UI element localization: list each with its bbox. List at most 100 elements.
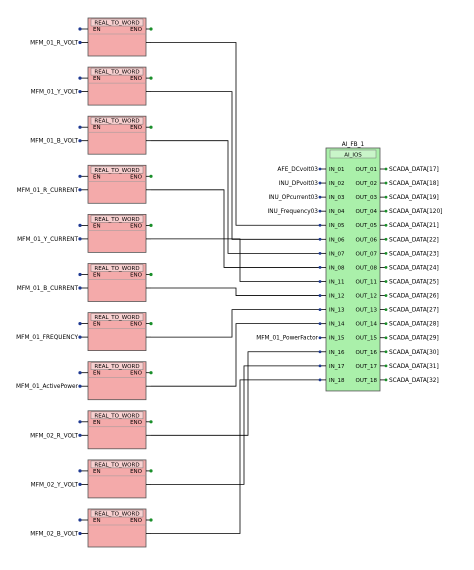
in-pin-dot[interactable] bbox=[78, 531, 82, 536]
eno-pin-dot[interactable] bbox=[149, 518, 153, 522]
converter-input-label: MFM_02_Y_VOLT bbox=[31, 482, 79, 488]
in-pin-dot[interactable] bbox=[78, 188, 82, 192]
eno-pin-dot[interactable] bbox=[149, 469, 153, 473]
fb-output-pin-dot[interactable] bbox=[384, 336, 388, 340]
fb-output-pin-dot[interactable] bbox=[384, 181, 388, 185]
en-pin-dot[interactable] bbox=[78, 272, 82, 277]
fb-output-variable: SCADA_DATA[18] bbox=[389, 181, 439, 187]
fb-body bbox=[325, 147, 381, 392]
fb-output-pin-dot[interactable] bbox=[384, 378, 388, 382]
in-pin-dot[interactable] bbox=[78, 90, 82, 94]
eno-pin-dot[interactable] bbox=[149, 174, 153, 178]
fb-output-pin-dot[interactable] bbox=[384, 251, 388, 255]
fb-output-pin-dot[interactable] bbox=[384, 266, 388, 269]
fb-input-pin-dot[interactable] bbox=[318, 195, 322, 199]
fb-output-pin-label: OUT_12 bbox=[356, 294, 377, 300]
fb-output-pin-label: OUT_14 bbox=[356, 322, 378, 328]
fb-input-pin-label: IN_07 bbox=[329, 251, 345, 257]
fb-output-pin-label: OUT_08 bbox=[356, 265, 378, 271]
fb-input-pin-label: IN_15 bbox=[329, 336, 345, 342]
fb-output-pin-dot[interactable] bbox=[384, 294, 388, 297]
eno-pin-dot[interactable] bbox=[149, 223, 153, 227]
eno-pin-dot[interactable] bbox=[149, 420, 153, 424]
fb-input-pin-dot[interactable] bbox=[318, 322, 322, 326]
fb-output-pin-dot[interactable] bbox=[384, 209, 388, 213]
en-pin-dot[interactable] bbox=[78, 518, 82, 522]
block-title: REAL_TO_WORD bbox=[94, 512, 139, 518]
en-pin-dot[interactable] bbox=[78, 223, 82, 227]
eno-pin-dot[interactable] bbox=[149, 125, 153, 129]
signal-wire bbox=[151, 140, 320, 254]
fb-input-pin-dot[interactable] bbox=[318, 181, 322, 185]
block-title-bar bbox=[90, 67, 144, 76]
in-pin-dot[interactable] bbox=[78, 40, 82, 45]
fb-output-pin-dot[interactable] bbox=[384, 350, 388, 354]
fb-output-pin-dot[interactable] bbox=[384, 308, 388, 311]
eno-pin-dot[interactable] bbox=[149, 76, 153, 80]
fb-input-pin-dot[interactable] bbox=[318, 167, 322, 171]
fb-input-pin-dot[interactable] bbox=[318, 308, 322, 311]
fb-input-pin-dot[interactable] bbox=[318, 209, 322, 213]
in-pin-dot[interactable] bbox=[78, 237, 82, 241]
en-pin-label: EN bbox=[93, 322, 101, 328]
eno-pin-dot[interactable] bbox=[149, 322, 153, 326]
eno-pin-dot[interactable] bbox=[149, 371, 153, 375]
signal-wire bbox=[151, 189, 320, 268]
fb-output-pin-label: OUT_01 bbox=[356, 167, 377, 173]
fb-input-pin-dot[interactable] bbox=[318, 251, 322, 255]
fb-input-pin-dot[interactable] bbox=[318, 364, 322, 368]
fb-input-pin-dot[interactable] bbox=[318, 223, 322, 227]
en-pin-dot[interactable] bbox=[78, 420, 82, 424]
fb-output-pin-dot[interactable] bbox=[384, 237, 388, 241]
converter-input-label: MFM_01_ActivePower bbox=[16, 384, 79, 390]
fb-output-pin-dot[interactable] bbox=[384, 322, 388, 326]
in-pin-dot[interactable] bbox=[78, 482, 82, 486]
en-pin-dot[interactable] bbox=[78, 371, 82, 375]
en-pin-dot[interactable] bbox=[78, 125, 82, 129]
in-pin-dot[interactable] bbox=[78, 433, 82, 437]
fb-output-pin-dot[interactable] bbox=[384, 195, 388, 199]
fb-input-pin-dot[interactable] bbox=[318, 266, 322, 269]
fb-output-pin-dot[interactable] bbox=[384, 167, 388, 171]
en-pin-dot[interactable] bbox=[78, 27, 82, 31]
signal-wire bbox=[151, 238, 320, 282]
fb-input-pin-dot[interactable] bbox=[318, 350, 322, 354]
in-pin-dot[interactable] bbox=[78, 335, 82, 339]
fb-type-label: AI_IOS bbox=[344, 152, 362, 158]
fb-input-variable: INU_OPcurrent03 bbox=[268, 195, 318, 201]
block-title-bar bbox=[90, 18, 144, 27]
fb-output-pin-dot[interactable] bbox=[384, 223, 388, 227]
in-pin-dot[interactable] bbox=[78, 286, 82, 290]
block-title-bar bbox=[90, 116, 144, 125]
en-pin-dot[interactable] bbox=[78, 76, 82, 80]
fb-output-pin-dot[interactable] bbox=[384, 280, 388, 283]
in-pin-dot[interactable] bbox=[78, 384, 82, 388]
in-pin-dot[interactable] bbox=[78, 139, 82, 143]
en-pin-dot[interactable] bbox=[78, 174, 82, 178]
eno-pin-dot[interactable] bbox=[149, 272, 153, 277]
fb-input-pin-dot[interactable] bbox=[318, 336, 322, 340]
fb-output-variable: SCADA_DATA[17] bbox=[389, 167, 439, 173]
fb-output-pin-dot[interactable] bbox=[384, 364, 388, 368]
fb-input-pin-dot[interactable] bbox=[318, 294, 322, 297]
eno-pin-dot[interactable] bbox=[149, 27, 153, 31]
fb-input-pin-dot[interactable] bbox=[318, 237, 322, 241]
fb-input-pin-dot[interactable] bbox=[318, 378, 322, 382]
fb-output-pin-label: OUT_07 bbox=[356, 251, 378, 257]
en-pin-dot[interactable] bbox=[78, 322, 82, 326]
en-pin-dot[interactable] bbox=[78, 469, 82, 473]
fb-input-pin-dot[interactable] bbox=[318, 280, 322, 283]
